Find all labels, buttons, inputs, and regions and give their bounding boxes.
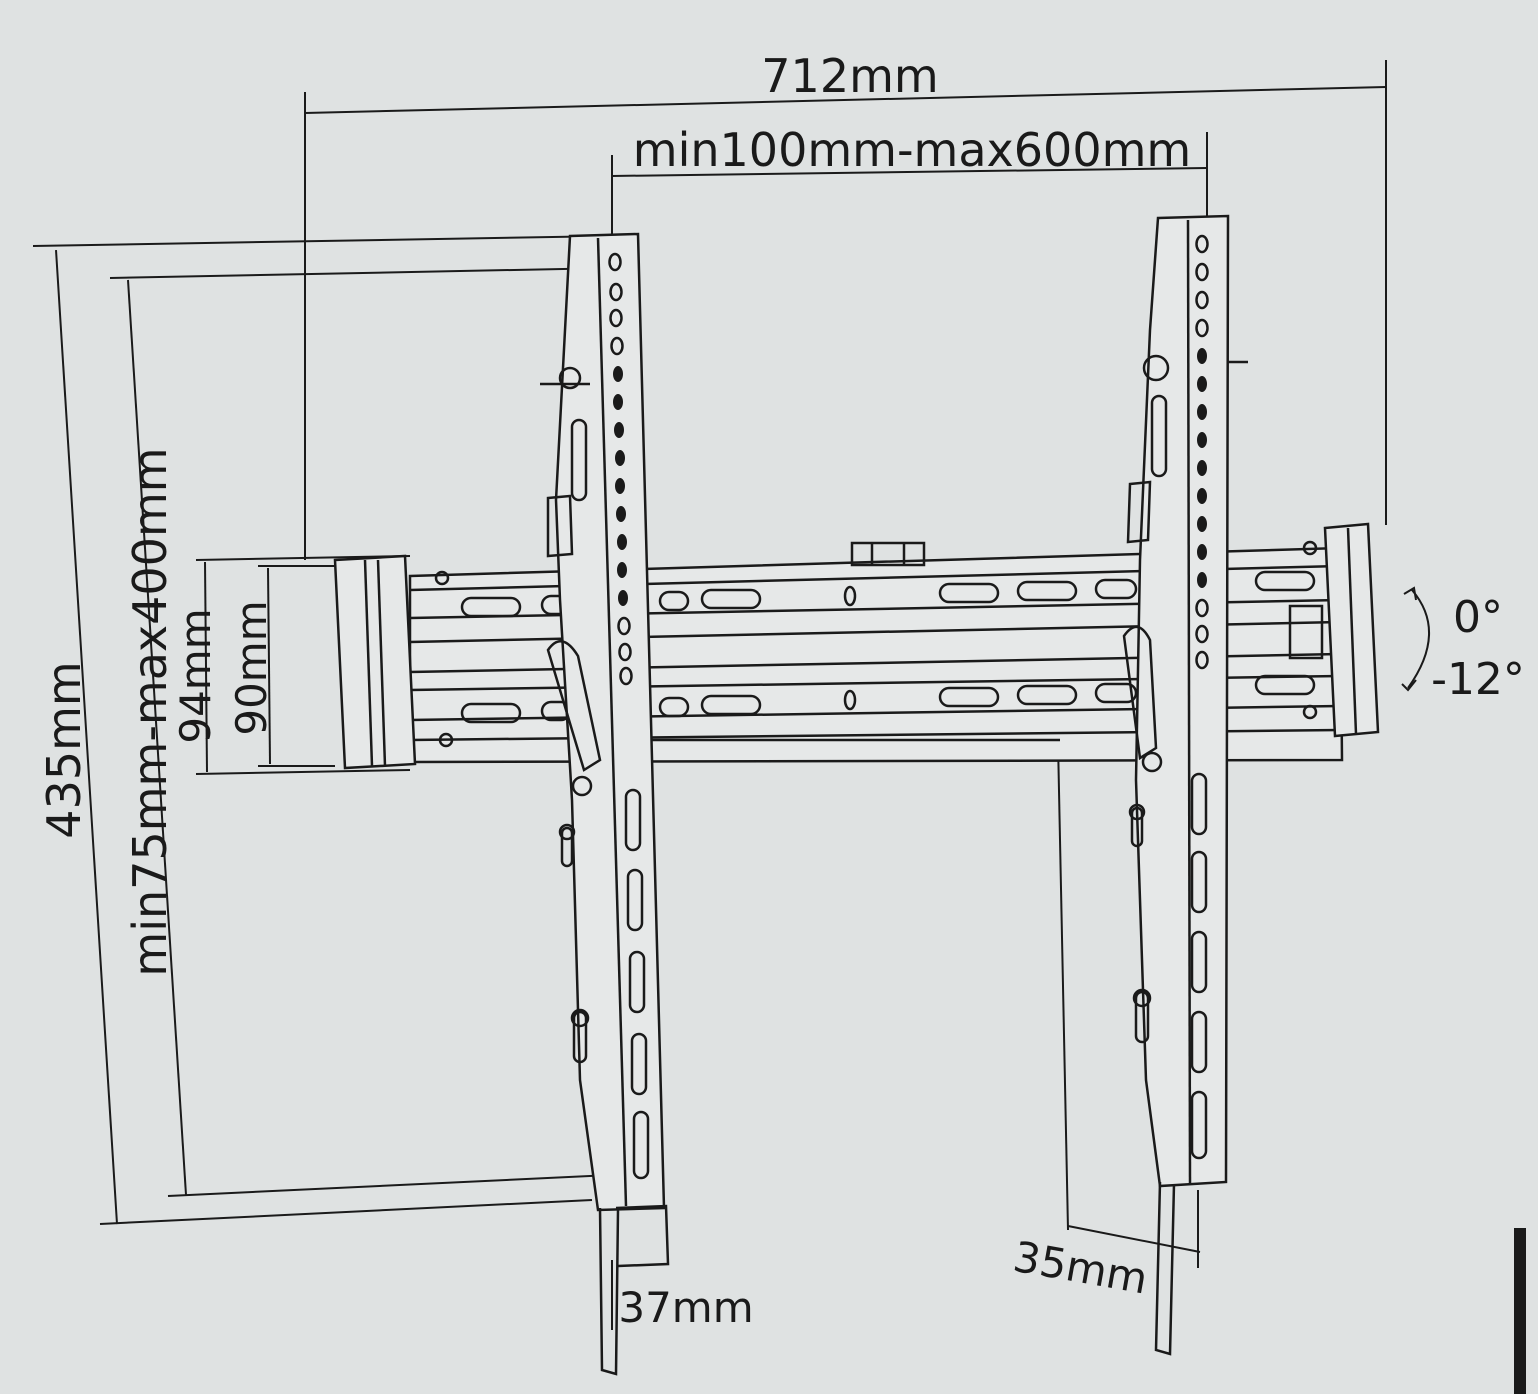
edge-bar [1514,1228,1526,1394]
vesa-horizontal-dimension [611,132,1208,240]
left-bracket [540,232,670,1376]
vesa-vertical-label: min75mm-max400mm [123,447,177,976]
depth-left-label: 37mm [618,1283,753,1332]
overall-height-label: 435mm [37,661,91,838]
rail-height-inner-label: 90mm [227,600,276,735]
overall-height-dimension [32,235,613,1225]
tilt-bottom-label: -12° [1431,654,1525,705]
vesa-vertical-dimension [109,267,633,1197]
vesa-horizontal-label: min100mm-max600mm [633,123,1191,177]
overall-width-dimension [304,60,1387,560]
tilt-arc-icon [1401,586,1431,692]
depth-dimensions [611,741,1201,1330]
right-bracket [1122,214,1248,1356]
overall-width-label: 712mm [761,49,938,103]
tilt-top-label: 0° [1453,592,1503,643]
depth-right-label: 35mm [1010,1232,1152,1304]
rail-height-outer-label: 94mm [171,608,220,743]
